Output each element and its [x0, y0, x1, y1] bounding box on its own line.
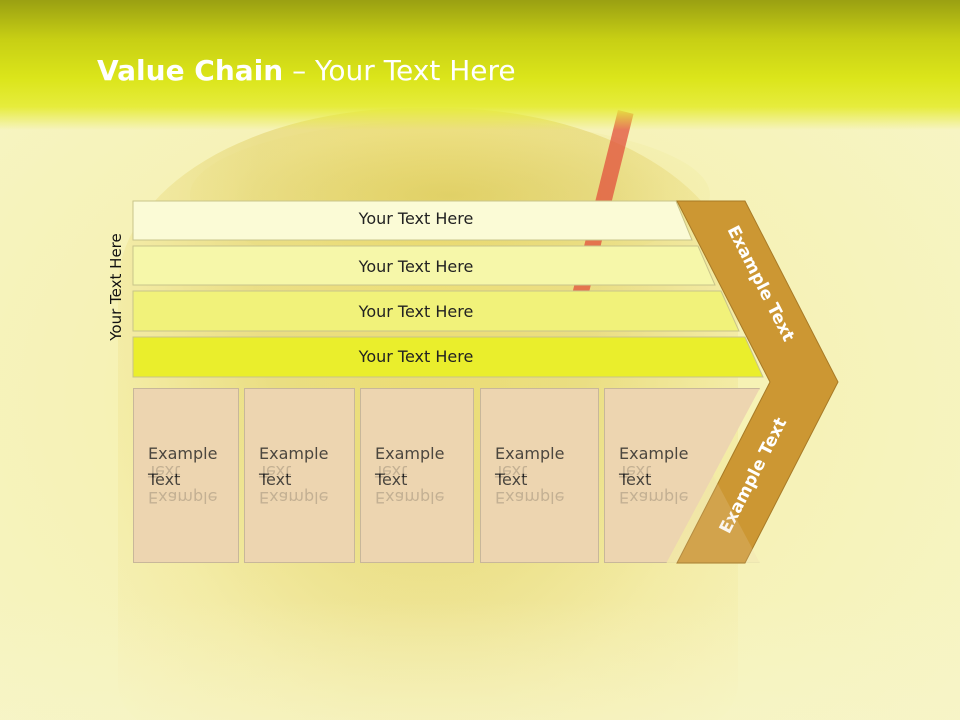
title-rest: – Your Text Here — [283, 54, 516, 87]
reflection-fade — [0, 600, 960, 720]
example-box-1: Example Text — [133, 388, 239, 563]
row-bar-1 — [132, 200, 693, 241]
title-bold: Value Chain — [97, 54, 284, 87]
box-1-line-1: Example — [148, 444, 218, 463]
row-label-3: Your Text Here — [358, 302, 474, 321]
row-label-1: Your Text Here — [358, 209, 474, 228]
example-box-2: Example Text — [244, 388, 355, 563]
box-5-line-2: Text — [619, 470, 652, 489]
box-2-line-2: Text — [259, 470, 292, 489]
row-label-4: Your Text Here — [358, 347, 474, 366]
box-1-line-2: Text — [148, 470, 181, 489]
value-arrow — [676, 200, 839, 564]
box-3-line-2: Text — [375, 470, 408, 489]
box-4-line-1: Example — [495, 444, 565, 463]
example-box-4: Example Text — [480, 388, 599, 563]
example-box-3: Example Text — [360, 388, 474, 563]
row-bar-3 — [132, 290, 740, 332]
box-5-line-1: Example — [619, 444, 689, 463]
row-label-2: Your Text Here — [358, 257, 474, 276]
slide-title: Value Chain – Your Text Here — [97, 54, 516, 87]
box-4-line-2: Text — [495, 470, 528, 489]
row-bar-2 — [132, 245, 716, 286]
box-3-line-1: Example — [375, 444, 445, 463]
header-band — [0, 0, 960, 130]
row-bar-4 — [132, 336, 764, 378]
box-2-line-1: Example — [259, 444, 329, 463]
